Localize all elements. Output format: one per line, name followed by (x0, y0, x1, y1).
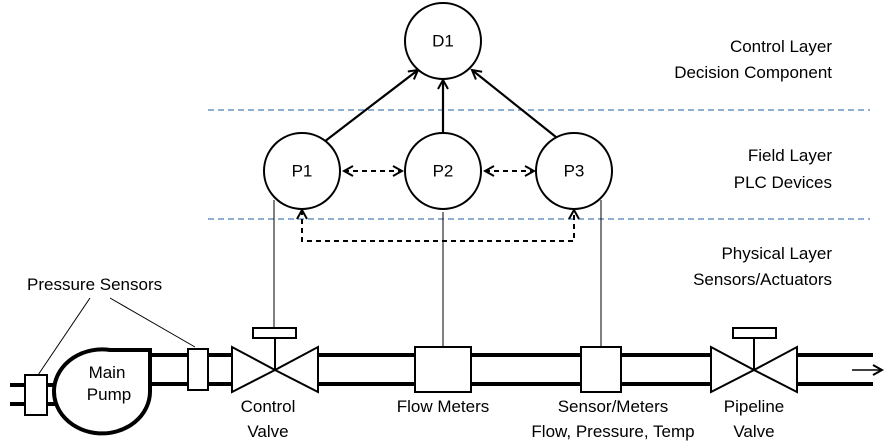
plc-node-p2-label: P2 (433, 161, 454, 180)
plc-node-p1 (263, 132, 341, 210)
pipeline-valve (710, 327, 798, 394)
main-pump-label-line2: Pump (87, 385, 131, 404)
plc-node-p3 (535, 132, 613, 210)
pressure-sensor-leader-right (109, 297, 196, 348)
main-pump (52, 347, 152, 436)
physical-layer-subtitle: Sensors/Actuators (693, 270, 832, 289)
link-p1-p3 (302, 210, 574, 242)
plc-node-p1-label: P1 (292, 161, 313, 180)
control-valve (231, 327, 319, 394)
field-layer-title: Field Layer (748, 146, 832, 165)
sensor-meters-label-line1: Sensor/Meters (558, 397, 669, 416)
physical-layer-title: Physical Layer (721, 244, 832, 263)
control-valve-label-line1: Control (241, 397, 296, 416)
field-layer-subtitle: PLC Devices (734, 173, 832, 192)
main-pump-label-line1: Main (89, 363, 126, 382)
control-layer-title: Control Layer (730, 37, 832, 56)
pressure-sensor-right (187, 348, 209, 391)
decision-node-label: D1 (432, 31, 454, 50)
plc-node-p3-label: P3 (564, 161, 585, 180)
pipeline-valve-label-line1: Pipeline (724, 397, 785, 416)
flow-meters (414, 346, 472, 393)
sensor-meters (580, 346, 622, 393)
arrow-p3-to-d1 (472, 70, 567, 146)
pipeline-valve-label-line2: Valve (733, 422, 774, 441)
flow-meters-label: Flow Meters (397, 397, 490, 416)
pressure-sensor-leader-left (35, 297, 91, 379)
decision-node-d1 (404, 2, 482, 80)
control-valve-label-line2: Valve (247, 422, 288, 441)
pressure-sensors-label: Pressure Sensors (27, 275, 162, 294)
sensor-meters-label-line2: Flow, Pressure, Temp (531, 422, 694, 441)
pressure-sensor-left (24, 374, 48, 416)
control-layer-subtitle: Decision Component (674, 63, 832, 82)
plc-node-p2 (404, 132, 482, 210)
arrow-p1-to-d1 (319, 70, 418, 146)
